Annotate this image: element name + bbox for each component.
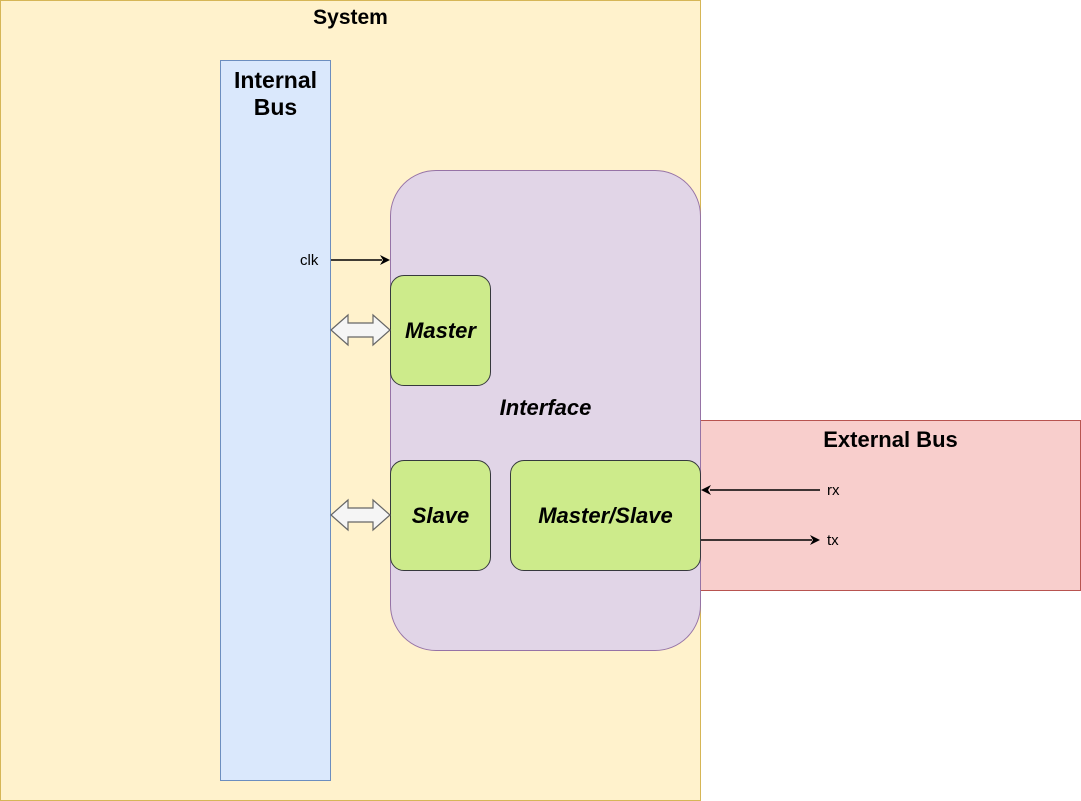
- rx-signal-label: rx: [827, 482, 840, 499]
- clk-signal-label: clk: [300, 252, 319, 269]
- master-slave-module: Master/Slave: [510, 460, 701, 571]
- system-title: System: [313, 6, 388, 29]
- master-slave-label: Master/Slave: [538, 502, 673, 528]
- interface-label: Interface: [499, 395, 592, 420]
- internal-bus-title: Internal Bus: [233, 67, 318, 120]
- slave-module: Slave: [390, 460, 491, 571]
- slave-label: Slave: [411, 502, 470, 528]
- master-module: Master: [390, 275, 491, 386]
- external-bus-block: [700, 420, 1081, 591]
- tx-signal-label: tx: [827, 532, 839, 549]
- external-bus-title: External Bus: [823, 427, 958, 452]
- internal-bus-block: [220, 60, 331, 781]
- master-label: Master: [405, 317, 476, 343]
